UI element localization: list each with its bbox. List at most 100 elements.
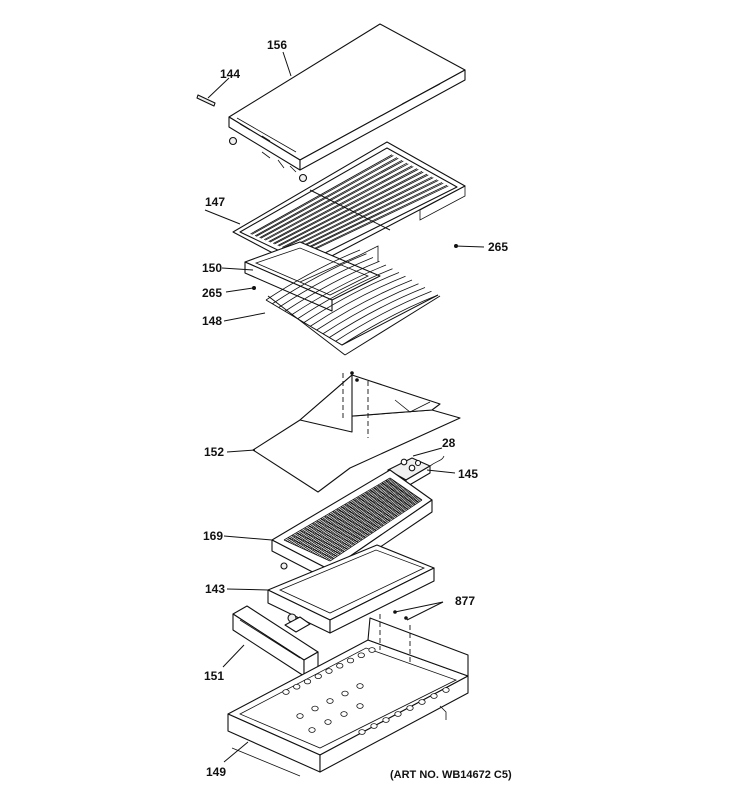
drawer-hole [324, 719, 332, 725]
drawer-hole [282, 689, 290, 695]
mesh-line [389, 477, 423, 501]
mesh-line [340, 506, 380, 529]
drawer-hole [325, 668, 333, 674]
part-labels: 156 144 147 265 150 265 148 152 28 145 1… [202, 38, 512, 781]
mesh-line [313, 492, 412, 555]
drawer-hole [326, 698, 334, 704]
mesh-line [369, 489, 405, 513]
drawer-hole [356, 703, 364, 709]
drawer-hole [394, 711, 402, 717]
mesh-line [324, 497, 419, 559]
label-148: 148 [202, 314, 222, 328]
grate-bar-edge [269, 166, 414, 243]
wave-rib [322, 283, 419, 335]
wave-rib [329, 287, 426, 338]
grate-bar [300, 184, 448, 256]
drawer-hole [370, 723, 378, 729]
mesh-line [322, 496, 418, 559]
drawer-hole [346, 657, 355, 664]
mesh-line [381, 482, 416, 506]
grate-bar-edge [287, 177, 434, 251]
mesh-line [328, 498, 421, 561]
grate-bar [273, 168, 418, 244]
label-152: 152 [204, 445, 224, 459]
part-148-wave-grate [265, 249, 441, 356]
label-156: 156 [267, 38, 287, 52]
label-143: 143 [205, 582, 225, 596]
drawer-holes [282, 647, 450, 735]
wave-edge [265, 294, 439, 346]
drawer-hole [442, 687, 450, 693]
drawer-hole [356, 683, 364, 689]
grate-bar [254, 157, 398, 237]
part-149-drawer [227, 610, 469, 777]
label-169: 169 [203, 529, 223, 543]
label-149: 149 [206, 765, 226, 779]
mesh-line [373, 487, 409, 510]
mesh-line [312, 491, 410, 554]
wave-rib [341, 294, 439, 346]
mesh-line [329, 499, 423, 562]
label-151: 151 [204, 669, 224, 683]
wave-rib [278, 257, 374, 308]
label-144: 144 [220, 67, 240, 81]
grate-bar-edge [292, 180, 439, 253]
drawer-hole [357, 652, 365, 659]
drawer-hole [382, 717, 390, 723]
grate-bar [250, 154, 393, 235]
drawer-hole [311, 705, 319, 712]
drawer-hole [308, 727, 316, 733]
wave-ribs [265, 249, 439, 346]
drawer-hole [358, 729, 366, 735]
leader-lines [204, 51, 485, 763]
wave-rib [335, 290, 432, 342]
label-877: 877 [455, 594, 475, 608]
grate-bar [277, 171, 423, 246]
grate-bar [259, 159, 403, 239]
part-147-grate [232, 141, 466, 271]
mesh-line [361, 494, 398, 517]
wave-rib [291, 264, 387, 316]
mesh-line [385, 480, 419, 503]
part-156-cover [228, 23, 466, 183]
part-144-rod [196, 94, 216, 107]
mesh-line [365, 491, 401, 515]
wave-rib [310, 275, 406, 327]
grate-bar-edge [301, 185, 449, 256]
part-150-frame [244, 241, 381, 312]
part-152-baffle [252, 371, 461, 493]
drawer-hole [340, 711, 348, 717]
drawer-hole [314, 673, 322, 680]
art-number: (ART NO. WB14672 C5) [390, 769, 512, 781]
wave-rib [297, 268, 393, 320]
mesh-line [353, 499, 391, 522]
grate-bar-edge [278, 171, 424, 247]
mesh-line [326, 497, 420, 560]
mesh-line [310, 490, 409, 553]
drawer-hole [418, 699, 426, 705]
drawer-hole [303, 678, 312, 685]
wave-rib [265, 249, 361, 301]
grate-bar [263, 162, 408, 241]
mesh-pattern [283, 477, 423, 562]
mesh-line [308, 489, 408, 552]
drawer-hole [430, 693, 438, 699]
wave-rib [303, 272, 400, 323]
drawer-hole [406, 705, 414, 711]
drawer-hole [336, 662, 344, 669]
mesh-line [317, 493, 414, 556]
label-28: 28 [442, 436, 456, 450]
mesh-line [377, 484, 412, 508]
label-147: 147 [205, 195, 225, 209]
grate-bar [286, 176, 433, 250]
mesh-line [320, 495, 417, 558]
label-145: 145 [458, 467, 478, 481]
grate-bar-edge [265, 163, 409, 241]
mesh-line [357, 496, 394, 520]
grate-bar-edge [283, 174, 429, 249]
grate-bar-edge [256, 157, 399, 237]
wave-rib [284, 260, 380, 312]
grate-bar-edge [251, 155, 394, 235]
mesh-line [336, 508, 377, 531]
